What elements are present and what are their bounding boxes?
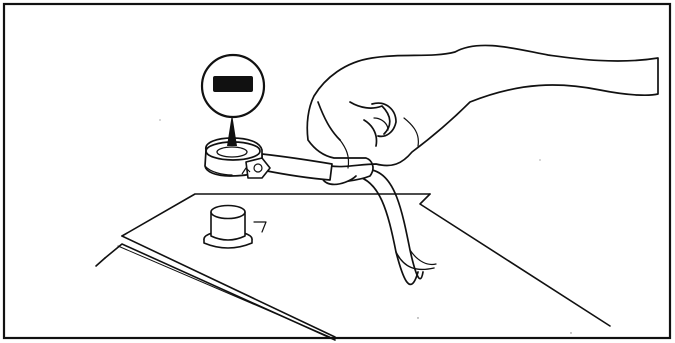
battery-case — [95, 193, 611, 341]
battery-terminal-post — [203, 204, 253, 249]
diagram-frame — [2, 2, 672, 340]
negative-polarity-callout — [200, 53, 266, 119]
minus-sign-icon — [213, 76, 253, 92]
battery-cable — [355, 169, 437, 286]
callout-pointer — [227, 114, 237, 146]
clamp-bolt — [241, 157, 271, 179]
paper-speckles — [159, 119, 572, 334]
